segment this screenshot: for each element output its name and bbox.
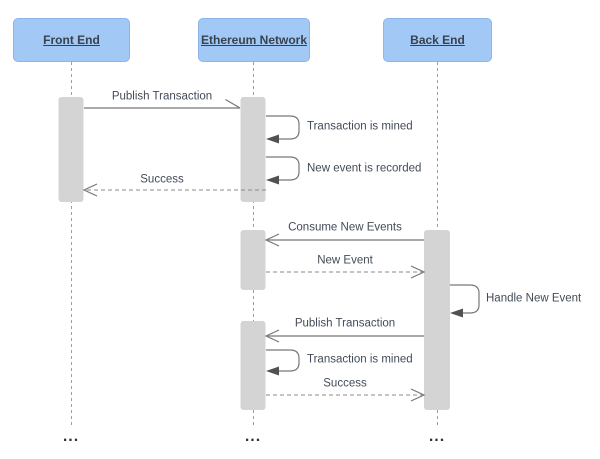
message-label-publish-transaction-2: Publish Transaction bbox=[294, 317, 396, 330]
actor-ethereum-network-label: Ethereum Network bbox=[200, 33, 308, 47]
actor-ethereum-network[interactable]: Ethereum Network bbox=[198, 18, 310, 62]
activation-bar-front-end bbox=[58, 97, 84, 202]
message-arrow-success-1 bbox=[82, 183, 266, 197]
message-arrow-new-event-recorded bbox=[266, 156, 300, 185]
message-arrow-consume-new-events bbox=[264, 233, 424, 247]
message-label-transaction-mined-2: Transaction is mined bbox=[307, 353, 413, 366]
activation-bar-ethereum-1 bbox=[240, 97, 266, 202]
message-arrow-publish-transaction-1 bbox=[84, 98, 241, 109]
actor-front-end[interactable]: Front End bbox=[13, 18, 130, 62]
message-label-success-1: Success bbox=[140, 173, 184, 186]
message-arrow-success-2 bbox=[266, 388, 426, 402]
lifeline-continuation-back-end: ... bbox=[428, 428, 446, 445]
activation-bar-ethereum-2 bbox=[240, 230, 266, 290]
message-label-handle-new-event: Handle New Event bbox=[486, 292, 582, 305]
message-arrow-new-event bbox=[266, 265, 426, 279]
activation-bar-back-end bbox=[424, 230, 450, 410]
actor-back-end[interactable]: Back End bbox=[383, 18, 492, 62]
message-label-new-event-recorded: New event is recorded bbox=[307, 162, 422, 175]
actor-front-end-label: Front End bbox=[43, 33, 100, 47]
message-arrow-publish-transaction-2 bbox=[264, 329, 424, 343]
activation-bar-ethereum-3 bbox=[240, 321, 266, 410]
message-label-transaction-mined-1: Transaction is mined bbox=[307, 120, 413, 133]
message-arrow-handle-new-event bbox=[450, 284, 480, 318]
message-label-consume-new-events: Consume New Events bbox=[288, 221, 402, 234]
message-label-publish-transaction-1: Publish Transaction bbox=[111, 90, 213, 103]
lifeline-continuation-front-end: ... bbox=[62, 428, 80, 445]
message-label-success-2: Success bbox=[323, 377, 367, 390]
message-arrow-transaction-mined-2 bbox=[266, 349, 300, 376]
message-label-new-event: New Event bbox=[317, 254, 373, 267]
message-arrow-transaction-mined-1 bbox=[266, 115, 300, 144]
actor-back-end-label: Back End bbox=[410, 33, 465, 47]
lifeline-continuation-ethereum-network: ... bbox=[244, 428, 262, 445]
